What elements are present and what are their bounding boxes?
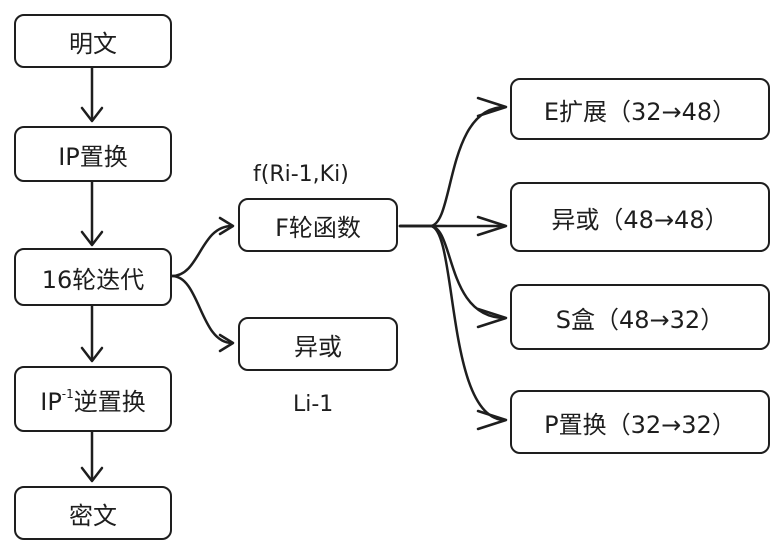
sbox-label: S盒（48→32） xyxy=(555,305,725,334)
arrowhead xyxy=(80,106,104,123)
xor-mid-label: 异或 xyxy=(294,332,342,361)
arrowhead xyxy=(218,333,235,353)
f-args-label: f(Ri-1,Ki) xyxy=(253,162,349,187)
ip-inverse-suffix: 逆置换 xyxy=(73,387,146,416)
arrowhead xyxy=(476,307,508,329)
arrowhead xyxy=(476,409,508,431)
ip-inverse-label: IP-1逆置换 xyxy=(40,382,146,417)
arrowhead xyxy=(476,96,508,118)
plaintext-box: 明文 xyxy=(14,14,172,68)
plaintext-label: 明文 xyxy=(69,29,117,58)
p-permutation-box: P置换（32→32） xyxy=(510,390,770,454)
f-function-label: F轮函数 xyxy=(275,213,361,242)
xor-right-label: 异或（48→48） xyxy=(551,205,729,234)
f-function-box: F轮函数 xyxy=(238,198,398,252)
ciphertext-label: 密文 xyxy=(69,501,117,530)
e-expansion-label: E扩展（32→48） xyxy=(543,97,737,126)
arrow-rounds-to-xor xyxy=(170,274,234,345)
p-permutation-label: P置换（32→32） xyxy=(544,410,736,439)
ip-inverse-box: IP-1逆置换 xyxy=(14,366,172,432)
xor-mid-box: 异或 xyxy=(238,317,398,371)
arrow-f-to-e xyxy=(398,105,507,228)
ip-inverse-prefix: IP xyxy=(40,387,62,416)
arrowhead xyxy=(80,466,104,483)
ip-label: IP置换 xyxy=(58,142,128,171)
xor-right-box: 异或（48→48） xyxy=(510,182,770,252)
arrowhead xyxy=(218,216,235,236)
ip-box: IP置换 xyxy=(14,126,172,182)
sbox-box: S盒（48→32） xyxy=(510,284,770,350)
l-prev-label: Li-1 xyxy=(293,392,334,417)
e-expansion-box: E扩展（32→48） xyxy=(510,78,770,140)
rounds-label: 16轮迭代 xyxy=(41,265,145,294)
arrowhead xyxy=(80,346,104,363)
ip-inverse-sup: -1 xyxy=(61,386,74,401)
arrowhead xyxy=(80,230,104,247)
ciphertext-box: 密文 xyxy=(14,486,172,540)
arrow-f-to-p xyxy=(398,224,507,422)
arrow-rounds-to-f xyxy=(170,224,234,278)
arrowhead xyxy=(476,215,508,237)
rounds-box: 16轮迭代 xyxy=(14,248,172,306)
